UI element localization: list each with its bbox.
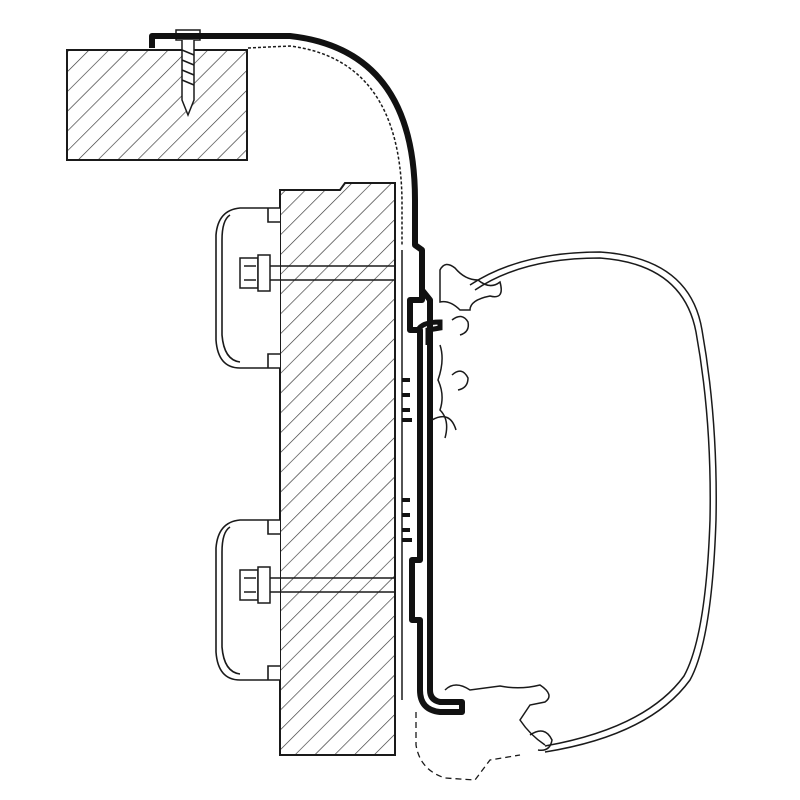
- top-screw: [175, 29, 201, 118]
- wall-block: [279, 182, 396, 756]
- dashed-outline: [415, 712, 521, 781]
- upper-bolt: [239, 254, 395, 292]
- adapter-profile: [149, 33, 465, 715]
- lower-bolt: [239, 566, 395, 604]
- roof-block: [66, 49, 248, 161]
- awning-case: [431, 251, 717, 753]
